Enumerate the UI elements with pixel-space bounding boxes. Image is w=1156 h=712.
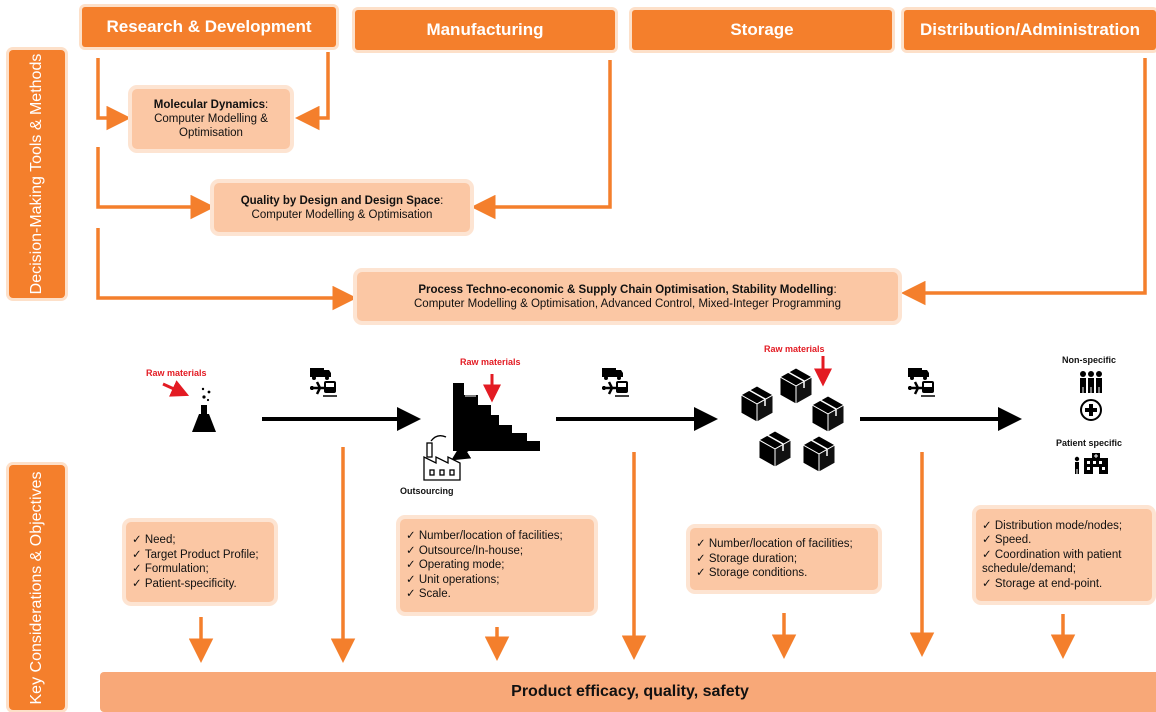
connector-rd-qbd — [96, 147, 215, 220]
list-item: Target Product Profile; — [132, 548, 274, 563]
objective-bar: Product efficacy, quality, safety — [100, 672, 1156, 712]
transport-icon-1 — [308, 366, 339, 398]
transport-icon-2 — [600, 366, 631, 398]
raw-materials-storage-label: Raw materials — [764, 344, 825, 354]
tool-qbd-title: Quality by Design and Design Space — [240, 194, 441, 207]
list-item: Coordination with patient schedule/deman… — [982, 548, 1152, 577]
tool-process-suffix: : — [833, 283, 837, 296]
outsourcing-label: Outsourcing — [400, 486, 454, 496]
list-item: Distribution mode/nodes; — [982, 519, 1152, 534]
patient-specific-label: Patient specific — [1056, 438, 1123, 448]
considerations-distribution: Distribution mode/nodes; Speed. Coordina… — [972, 505, 1156, 605]
list-item: Outsource/In-house; — [406, 544, 594, 559]
list-item: Speed. — [982, 533, 1152, 548]
list-item: Number/location of facilities; — [696, 537, 878, 552]
list-item: Storage conditions. — [696, 566, 878, 581]
non-specific-label: Non-specific — [1062, 355, 1117, 365]
sidebar-key-considerations: Key Considerations & Objectives — [9, 465, 65, 710]
list-item: Storage at end-point. — [982, 577, 1152, 592]
outsourcing-arrow — [451, 440, 481, 461]
sidebar-decision-tools: Decision-Making Tools & Methods — [9, 50, 65, 298]
list-item: Storage duration; — [696, 552, 878, 567]
list-item: Unit operations; — [406, 573, 594, 588]
list-item: Need; — [132, 533, 274, 548]
raw-materials-rd-label: Raw materials — [146, 368, 207, 378]
list-item: Number/location of facilities; — [406, 529, 594, 544]
list-item: Scale. — [406, 587, 594, 602]
medical-cross-icon — [1080, 399, 1102, 421]
factory-icon — [453, 383, 540, 451]
connector-rd-process — [96, 228, 357, 311]
header-storage: Storage — [632, 10, 892, 50]
list-item: Formulation; — [132, 562, 274, 577]
connector-rd-molecular-right — [295, 52, 330, 131]
tool-qbd-text: Computer Modelling & Optimisation — [251, 208, 433, 221]
raw-arrow-rd — [162, 380, 190, 397]
objective-label: Product efficacy, quality, safety — [511, 683, 749, 700]
tool-process-optimisation: Process Techno-economic & Supply Chain O… — [353, 268, 902, 325]
considerations-manufacturing: Number/location of facilities; Outsource… — [396, 515, 598, 616]
outsourcing-factory-icon — [423, 435, 461, 481]
list-item: Patient-specificity. — [132, 577, 274, 592]
list-item: Operating mode; — [406, 558, 594, 573]
transport-icon-3 — [906, 366, 937, 398]
tool-process-text: Computer Modelling & Optimisation, Advan… — [414, 297, 841, 310]
considerations-rd: Need; Target Product Profile; Formulatio… — [122, 518, 278, 606]
tool-quality-by-design: Quality by Design and Design Space: Comp… — [210, 179, 474, 236]
tool-molecular-dynamics: Molecular Dynamics: Computer Modelling &… — [128, 85, 294, 153]
considerations-storage: Number/location of facilities; Storage d… — [686, 524, 882, 594]
raw-materials-mfg-label: Raw materials — [460, 357, 521, 367]
header-research-development: Research & Development — [82, 7, 336, 47]
boxes-icon — [740, 367, 845, 473]
tool-molecular-suffix: : — [265, 99, 269, 111]
tool-molecular-title: Molecular Dynamics — [153, 99, 265, 111]
people-icon — [1080, 371, 1102, 393]
connector-mfg-qbd — [471, 60, 612, 220]
sidebar-key-considerations-label: Key Considerations & Objectives — [28, 471, 45, 704]
header-distribution: Distribution/Administration — [904, 10, 1156, 50]
tool-process-title: Process Techno-economic & Supply Chain O… — [418, 283, 834, 296]
hospital-icon — [1074, 453, 1108, 474]
flask-icon — [192, 387, 216, 432]
tool-molecular-text: Computer Modelling & Optimisation — [154, 113, 268, 139]
connector-rd-molecular-left — [96, 58, 131, 131]
connector-dist-process — [901, 58, 1147, 306]
sidebar-decision-tools-label: Decision-Making Tools & Methods — [28, 53, 45, 295]
header-manufacturing: Manufacturing — [355, 10, 615, 50]
tool-qbd-suffix: : — [440, 194, 444, 207]
